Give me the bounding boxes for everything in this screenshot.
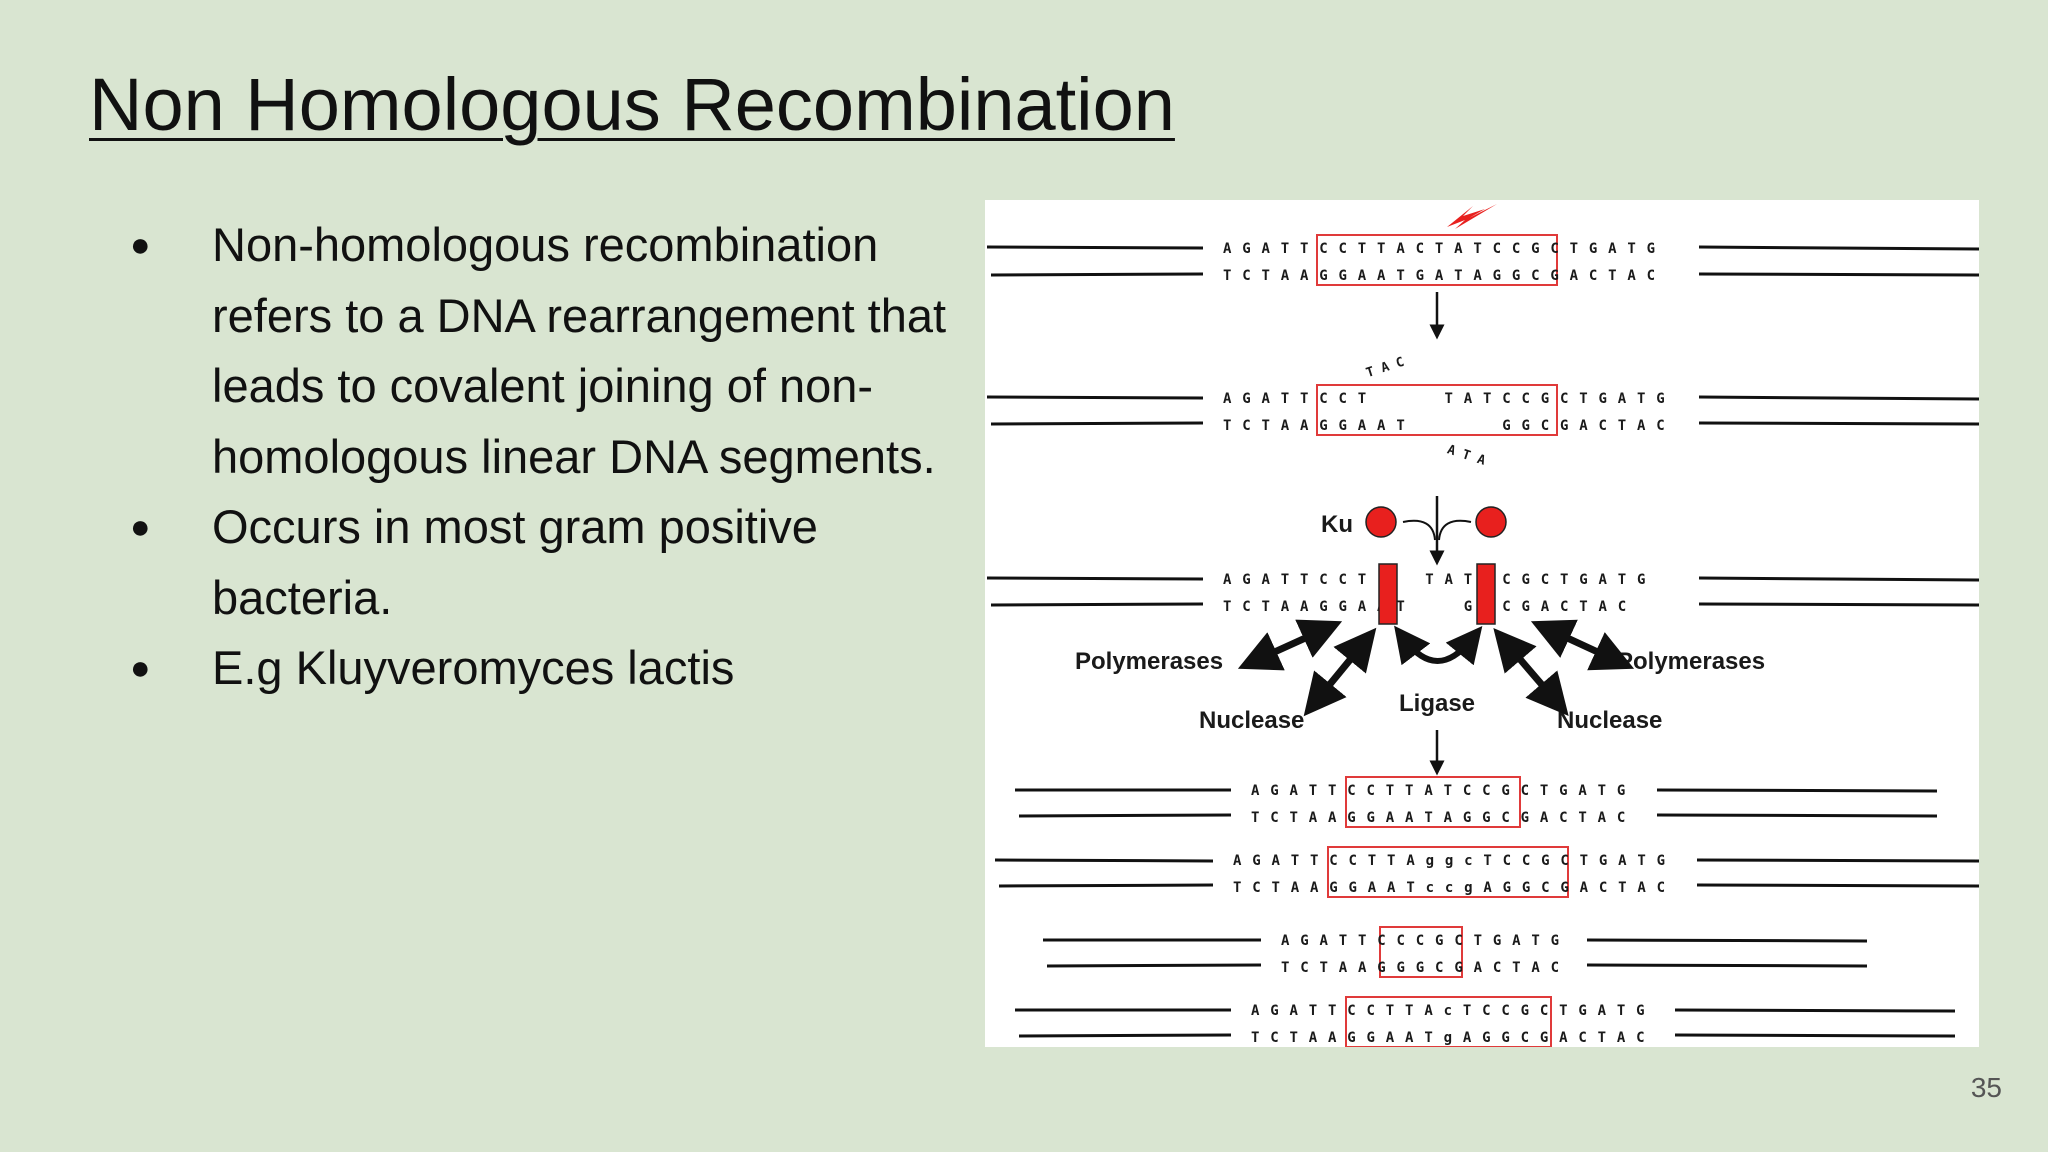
dna-row-1: A G A T T C C T T A C T A T C C G C T G … [986,204,1979,286]
sequence-bottom: T C T A A G G A A T G A T A G G C G A C … [1223,268,1656,284]
dna-row-6: A G A T T C C C G C T G A T G T C T A A … [1043,926,1868,978]
polymerases-right-label: Polymerases [1617,648,1765,675]
double-arrow-icon [1530,619,1635,671]
sequence-top: A G A T T C C T T A T C C G C T G A T G [1251,783,1627,799]
polymerases-left-label: Polymerases [1075,648,1223,675]
sequence-bottom: T C T A A G G A A T A G G C G A C T A C [1251,810,1627,826]
double-arrow-icon [1303,627,1377,717]
ku-bound-end-right-icon [1476,563,1496,625]
double-arrow-icon [1237,619,1343,671]
nuclease-left-label: Nuclease [1199,707,1304,734]
bullet-text: Non-homologous recombination refers to a… [212,218,947,483]
sequence-bottom: T C T A A G G A A T g A G G C G A C T A … [1251,1030,1646,1046]
sequence-top: A G A T T C C T T A c T C C G C T G A T … [1251,1003,1646,1019]
nhej-diagram: A G A T T C C T T A C T A T C C G C T G … [985,200,1979,1047]
bullet-item: ● E.g Kluyveromyces lactis [128,633,968,704]
ku-protein-right-icon [1475,506,1507,538]
bullet-text: E.g Kluyveromyces lactis [212,641,735,694]
curved-arrow-icon [1394,625,1483,666]
nhej-diagram-svg: A G A T T C C T T A C T A T C C G C T G … [986,204,1979,1047]
lightning-icon [1447,204,1497,229]
bullet-text: Occurs in most gram positive bacteria. [212,500,818,624]
slide-title: Non Homologous Recombination [89,63,1175,146]
sequence-bottom: T C T A A G G A A T G G C G A C T A C [1223,599,1627,615]
sequence-top: A G A T T C C T T A g g c T C C G C T G … [1233,853,1666,869]
page-number: 35 [1970,1072,2002,1103]
sequence-top: A G A T T C C T T A T C C G C T G A T G [1223,391,1666,407]
ku-label: Ku [1321,511,1353,538]
bullet-item: ● Occurs in most gram positive bacteria. [128,492,968,633]
sequence-top: A G A T T C C T T A T C C G C T G A T G [1223,572,1647,588]
dna-row-4: A G A T T C C T T A T C C G C T G A T G … [1015,776,1938,828]
nuclease-right-label: Nuclease [1557,707,1662,734]
dna-row-5: A G A T T C C T T A g g c T C C G C T G … [994,846,1979,898]
ku-binding: Ku [1321,496,1507,566]
double-arrow-icon [1493,628,1569,716]
dna-row-2: T A C A G A T T C C T T A T C C G C T G … [986,355,1979,469]
overhang-top: T A C [1364,355,1406,381]
ligase-label: Ligase [1399,690,1475,717]
ku-bound-end-left-icon [1378,563,1398,625]
dna-row-3: A G A T T C C T T A T C C G C T G A T G … [986,563,1979,625]
bullet-dot-icon: ● [130,226,151,264]
sequence-bottom: T C T A A G G A A T c c g A G G C G A C … [1233,880,1666,896]
enzyme-labels: Polymerases Polymerases Nuclease Nucleas… [1075,619,1765,734]
ku-protein-left-icon [1365,506,1397,538]
sequence-bottom: T C T A A G G A A T G G C G A C T A C [1223,418,1666,434]
bullet-dot-icon: ● [130,649,151,687]
bullet-item: ● Non-homologous recombination refers to … [128,210,968,492]
dna-row-7: A G A T T C C T T A c T C C G C T G A T … [1015,996,1956,1047]
bullet-list: ● Non-homologous recombination refers to … [128,210,968,704]
sequence-bottom: T C T A A G G G C G A C T A C [1281,960,1560,976]
sequence-top: A G A T T C C C G C T G A T G [1281,933,1560,949]
overhang-bottom: A T A [1445,442,1487,468]
sequence-top: A G A T T C C T T A C T A T C C G C T G … [1223,241,1656,257]
bullet-dot-icon: ● [130,508,151,546]
